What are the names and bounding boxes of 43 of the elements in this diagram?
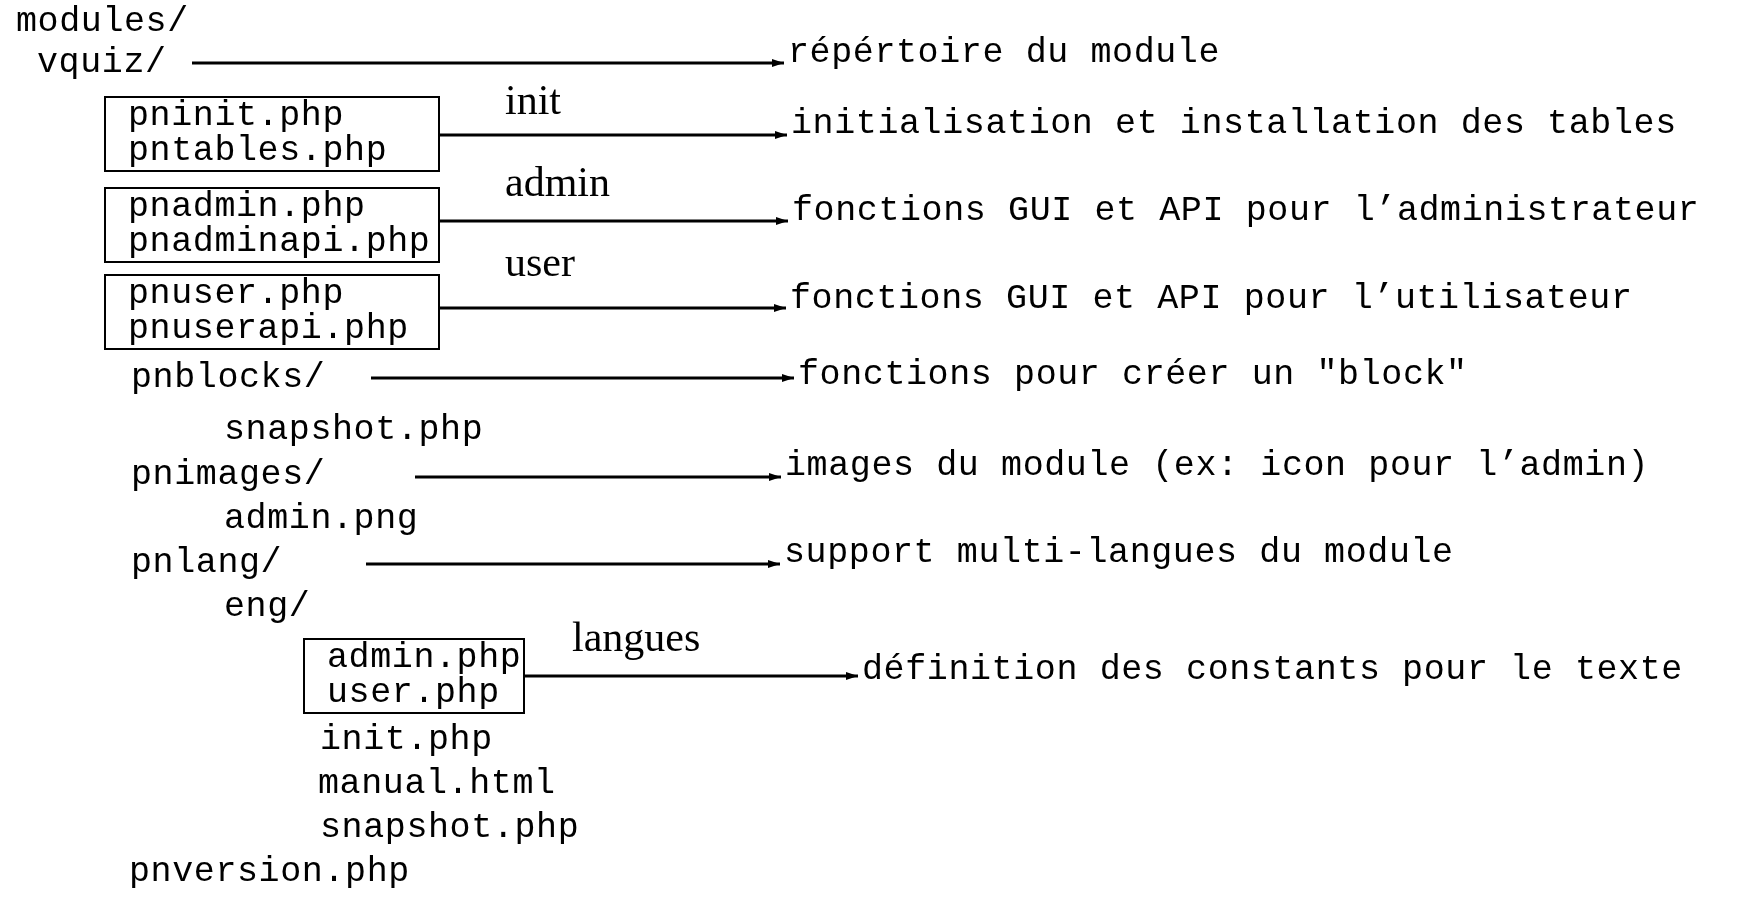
folder-name: pnblocks/ (131, 356, 371, 400)
file-name: pntables.php (128, 134, 389, 169)
file-name: init.php (320, 719, 493, 762)
arrow (525, 672, 858, 680)
group-heading: admin (505, 158, 610, 206)
arrow (415, 473, 781, 481)
file-name: manual.html (318, 763, 556, 806)
description-text: répértoire du module (788, 31, 1221, 75)
file-name: pnuserapi.php (128, 312, 410, 347)
file-name: pninit.php (128, 99, 345, 134)
file-group-box (104, 274, 440, 350)
file-name: pnadminapi.php (128, 225, 430, 260)
file-name: pnversion.php (129, 851, 410, 894)
file-name: admin.png (224, 498, 419, 541)
file-name: snapshot.php (224, 409, 484, 452)
arrow (440, 304, 786, 312)
file-group-box (104, 96, 440, 172)
file-name: eng/ (224, 586, 311, 629)
description-text: définition des constants pour le texte (862, 648, 1683, 692)
folder-name: pnlang/ (131, 541, 366, 585)
file-name: snapshot.php (320, 807, 580, 850)
folder-name: vquiz/ (37, 41, 192, 85)
file-name: pnuser.php (128, 277, 345, 312)
group-heading: user (505, 238, 575, 286)
file-group-box (104, 187, 440, 263)
description-text: images du module (ex: icon pour l’admin) (785, 444, 1650, 488)
folder-name: pnimages/ (131, 453, 415, 497)
file-name: modules/ (16, 1, 189, 44)
description-text: fonctions GUI et API pour l’utilisateur (790, 277, 1633, 321)
arrow (192, 59, 784, 67)
arrow (366, 560, 780, 568)
arrow (440, 217, 788, 225)
arrow (440, 131, 787, 139)
file-name: pnadmin.php (128, 190, 366, 225)
description-text: initialisation et installation des tables (791, 102, 1677, 146)
description-text: fonctions pour créer un "block" (798, 353, 1468, 397)
arrow (371, 374, 794, 382)
description-text: fonctions GUI et API pour l’administrateur (792, 189, 1700, 233)
file-name: user.php (327, 676, 500, 711)
description-text: support multi-langues du module (784, 531, 1454, 575)
group-heading: langues (572, 613, 701, 661)
group-heading: init (505, 76, 561, 124)
file-group-box (303, 638, 525, 714)
